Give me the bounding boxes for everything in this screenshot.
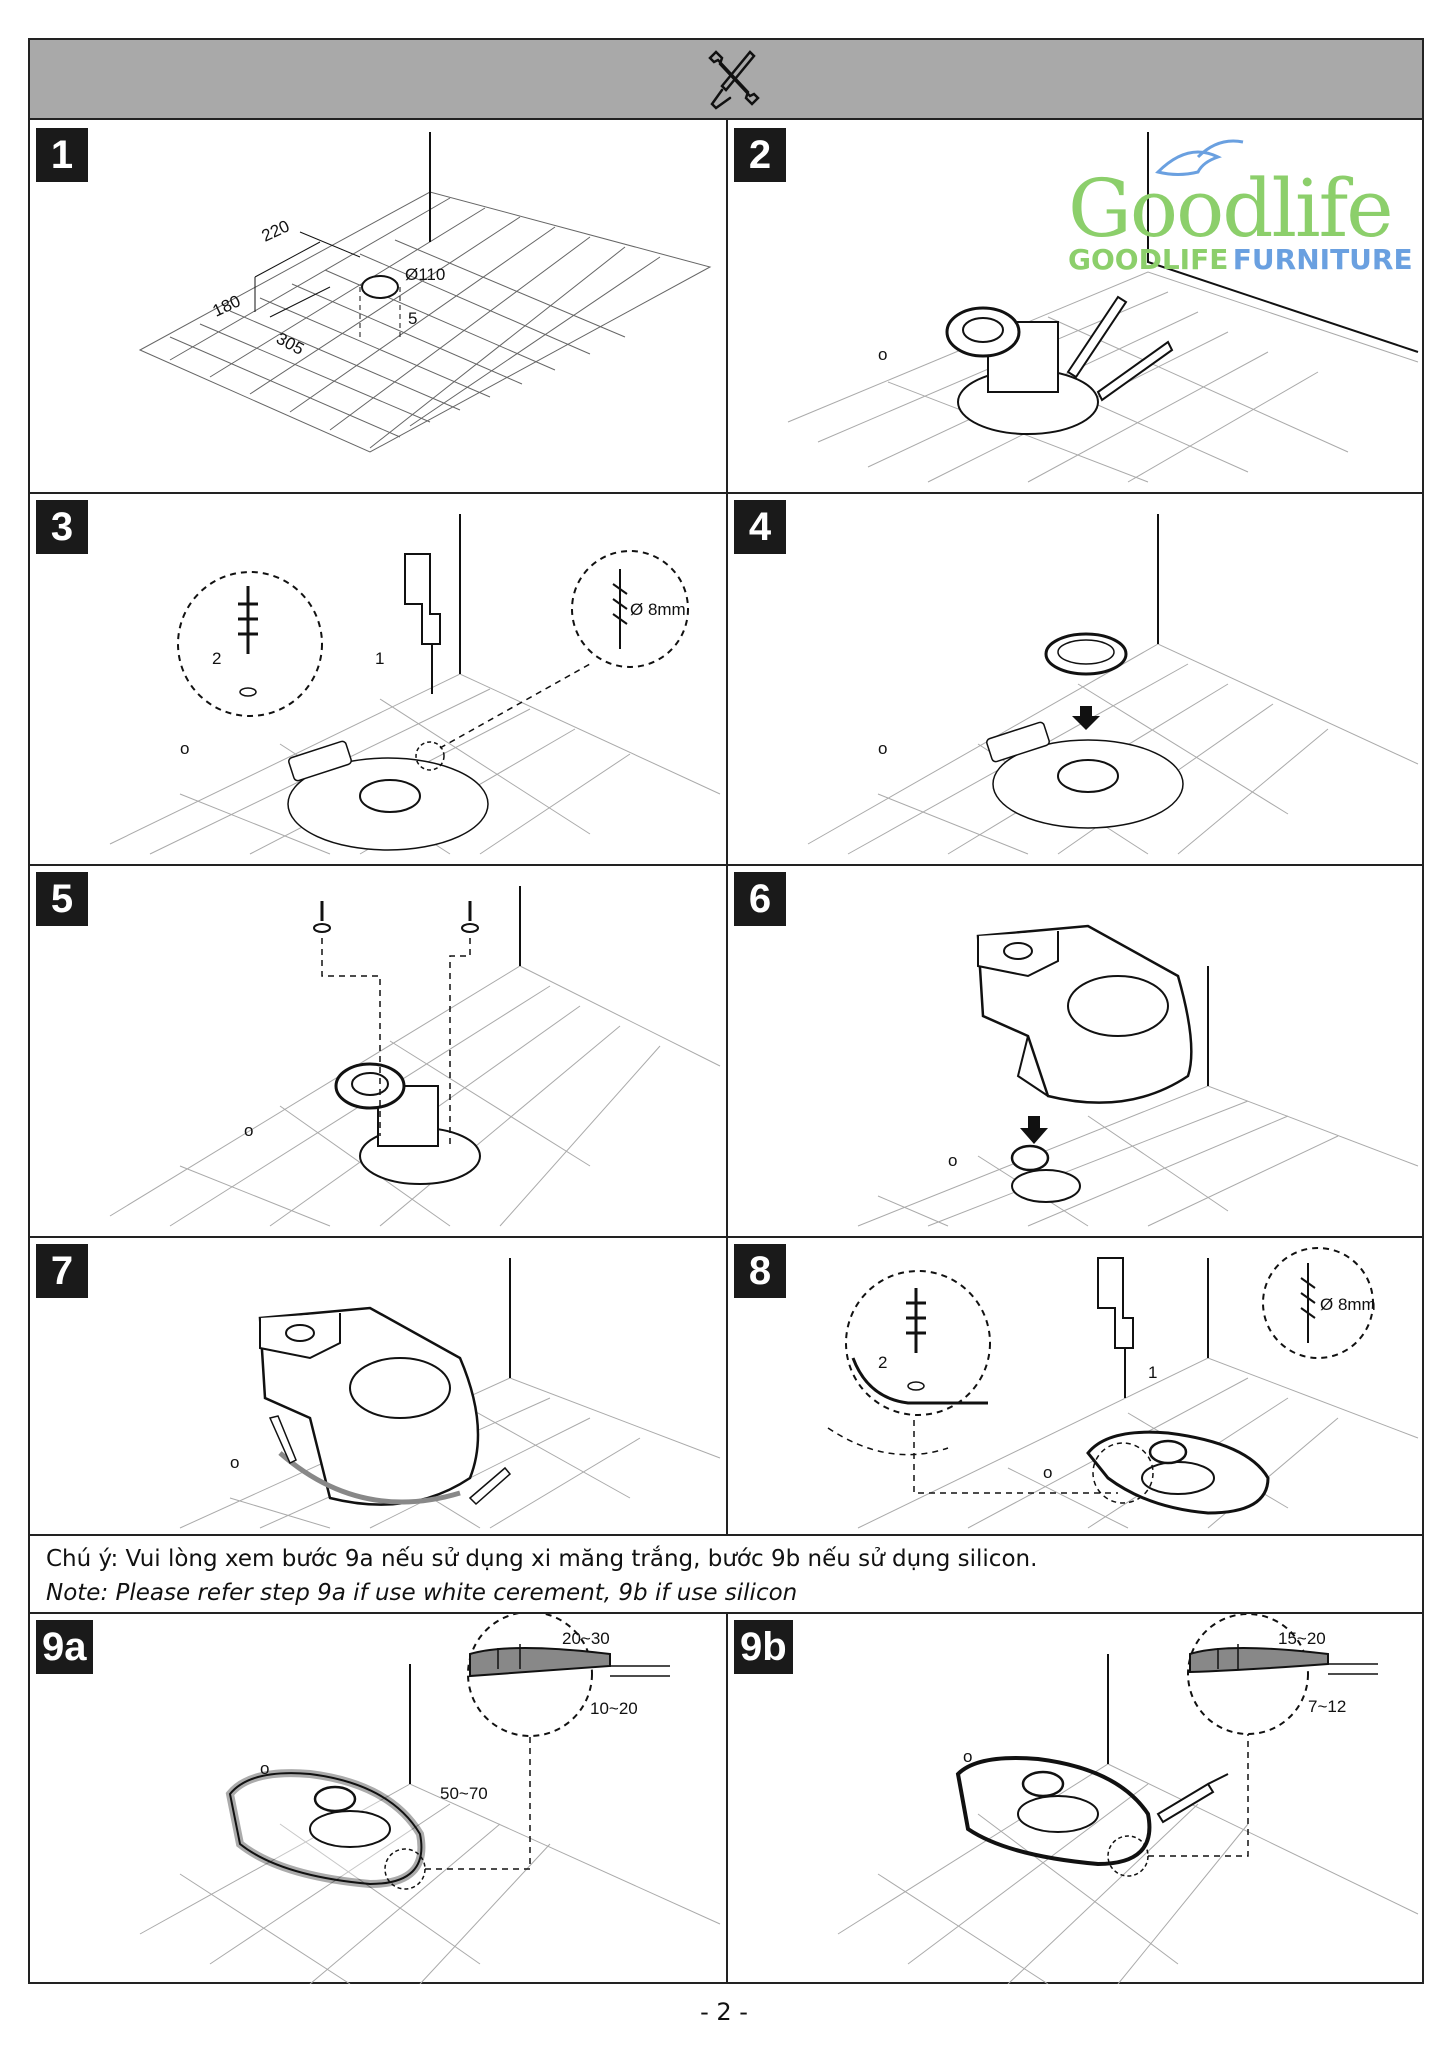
svg-text:o: o [878, 345, 887, 364]
drain-pipe [361, 275, 399, 299]
lower-toilet-diagram: o [857, 924, 1419, 1227]
anchor-label: 2 [212, 649, 221, 668]
column-divider-bottom [726, 1614, 728, 1984]
step-number: 9a [36, 1620, 93, 1674]
column-divider [726, 120, 728, 1534]
svg-text:o: o [260, 1759, 269, 1778]
note-english: Note: Please refer step 9a if use white … [46, 1580, 798, 1606]
drill-icon [404, 553, 441, 645]
dim-305: 305 [273, 329, 307, 359]
bird-icon [1155, 139, 1244, 176]
step-number: 8 [734, 1244, 786, 1298]
step-9b-panel: 9b 15~20 7~12 o [728, 1614, 1426, 1984]
step-1-panel: 1 220 180 305 Ø110 5 [30, 122, 726, 492]
goodlife-logo: Goodlife GOODLIFE FURNITURE [1068, 139, 1413, 276]
dim-side: 10~20 [590, 1699, 638, 1718]
pencil-icon [1096, 340, 1174, 402]
note-vietnamese: Chú ý: Vui lòng xem bước 9a nếu sử dụng … [46, 1546, 1038, 1572]
drill-bit-size: Ø 8mm [1320, 1295, 1376, 1314]
pencil-icon [268, 1415, 297, 1465]
drill-label: 1 [1148, 1363, 1157, 1382]
place-gasket-diagram: o [807, 514, 1419, 855]
row-divider [30, 492, 1422, 494]
mark-flange-diagram: o [787, 132, 1419, 483]
svg-text:o: o [230, 1453, 239, 1472]
step-number: 5 [36, 872, 88, 926]
step-number: 7 [36, 1244, 88, 1298]
dim-5: 5 [408, 309, 417, 328]
drill-label: 1 [375, 649, 384, 668]
dim-top: 15~20 [1278, 1629, 1326, 1648]
step-5-panel: 5 o [30, 866, 726, 1236]
step-number: 6 [734, 872, 786, 926]
dim-110: Ø110 [405, 265, 445, 284]
step-2-panel: 2 o Goodlife GOODLIFE FURNITURE [728, 122, 1426, 492]
step-6-panel: 6 o [728, 866, 1426, 1236]
drill-bit-size: Ø 8mm [630, 600, 686, 619]
arrow-down-icon [1072, 706, 1100, 730]
dim-220: 220 [259, 216, 293, 245]
fix-flange-screws-diagram: o [109, 886, 721, 1227]
anchor-label: 2 [878, 1353, 887, 1372]
dim-top: 20~30 [562, 1629, 610, 1648]
step-number: 1 [36, 128, 88, 182]
step-8-panel: 8 2 1 Ø 8mm o [728, 1238, 1426, 1534]
step-number: 4 [734, 500, 786, 554]
step-number: 3 [36, 500, 88, 554]
instruction-sheet: 1 220 180 305 Ø110 5 2 [28, 38, 1424, 1984]
drill-base-holes-diagram: 2 1 Ø 8mm o [827, 1247, 1419, 1529]
installation-note: Chú ý: Vui lòng xem bước 9a nếu sử dụng … [46, 1542, 1037, 1610]
silicone-gun-icon [1156, 1782, 1215, 1824]
tools-header [30, 40, 1422, 120]
anchor-detail-circle [845, 1270, 991, 1416]
silicone-seal-diagram: 15~20 7~12 o [837, 1614, 1419, 1984]
svg-text:o: o [244, 1121, 253, 1140]
pencil-icon [1066, 295, 1128, 379]
screw-icon [320, 901, 472, 921]
drill-holes-diagram: 2 1 Ø 8mm o [109, 514, 721, 855]
svg-text:o: o [180, 739, 189, 758]
seal-detail-circle [1187, 1614, 1309, 1735]
step-7-panel: 7 o [30, 1238, 726, 1534]
step-4-panel: 4 o [728, 494, 1426, 864]
drill-bit-detail-circle [571, 550, 689, 668]
seal-detail-circle [467, 1614, 593, 1737]
step-number: 9b [734, 1620, 793, 1674]
anchor-detail-circle [177, 571, 323, 717]
step-number: 2 [734, 128, 786, 182]
svg-text:o: o [1043, 1463, 1052, 1482]
row-divider [30, 1236, 1422, 1238]
floor-layout-diagram: 220 180 305 Ø110 5 [138, 132, 712, 453]
svg-text:o: o [878, 739, 887, 758]
row-divider [30, 864, 1422, 866]
row-divider [30, 1612, 1422, 1614]
wrench-screwdriver-tools-icon [708, 50, 760, 110]
drill-icon [1097, 1257, 1134, 1349]
white-cement-seal-diagram: 20~30 10~20 50~70 o [139, 1614, 721, 1984]
arrow-down-icon [1020, 1116, 1048, 1144]
dim-side: 7~12 [1308, 1697, 1346, 1716]
page-number: - 2 - [700, 1998, 748, 2026]
mark-toilet-outline-diagram: o [179, 1258, 721, 1529]
svg-text:o: o [948, 1151, 957, 1170]
drain-pipe [359, 779, 421, 813]
dim-180: 180 [210, 291, 244, 320]
drill-bit-detail-circle [1262, 1247, 1374, 1359]
pencil-icon [468, 1466, 512, 1506]
dim-bottom: 50~70 [440, 1784, 488, 1803]
row-divider [30, 1534, 1422, 1536]
step-9a-panel: 9a 20~30 10~20 50~70 o [30, 1614, 726, 1984]
svg-text:o: o [963, 1747, 972, 1766]
step-3-panel: 3 2 1 Ø 8mm o [30, 494, 726, 864]
